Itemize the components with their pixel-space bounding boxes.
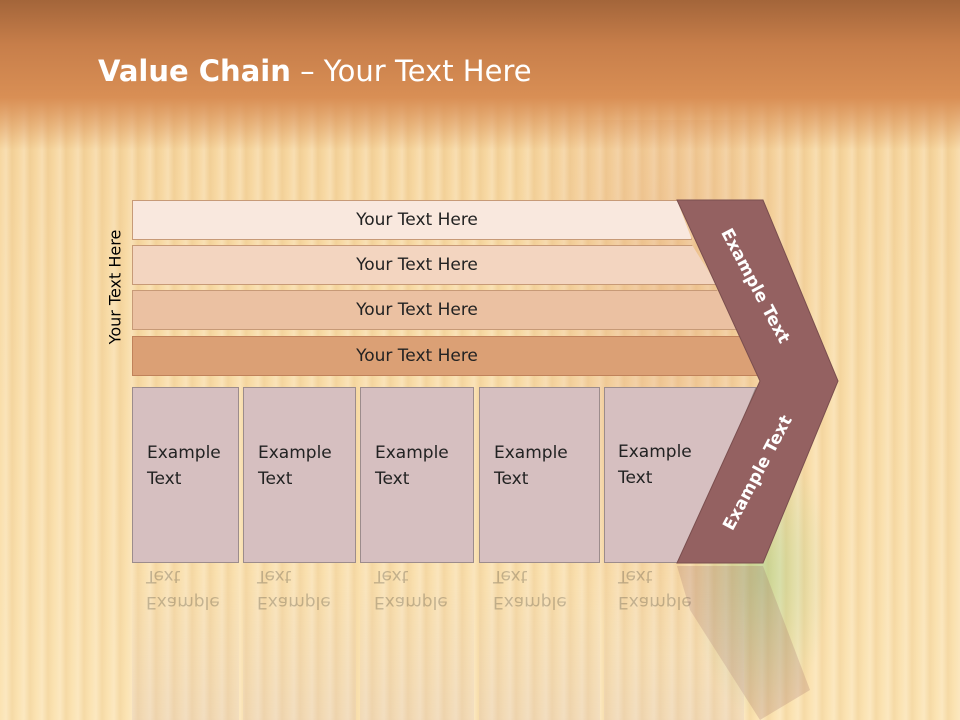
title-bar [0, 0, 960, 150]
column-2-line-1: Example [258, 443, 332, 463]
title-bold: Value Chain [98, 54, 291, 88]
band-2-label: Your Text Here [356, 255, 478, 275]
band-3: Your Text Here [132, 290, 740, 330]
column-5-line-1: Example [618, 442, 692, 462]
column-1-line-1: Example [147, 443, 221, 463]
column-1-line-2: Text [147, 469, 182, 489]
activity-column-3: Example Text [360, 387, 474, 563]
band-4: Your Text Here [132, 336, 764, 376]
vertical-axis-label: Your Text Here [105, 229, 125, 345]
column-2-line-2: Text [258, 469, 293, 489]
title-rest: – Your Text Here [290, 54, 532, 88]
column-4-line-2: Text [494, 469, 529, 489]
band-1-label: Your Text Here [356, 210, 478, 230]
column-5-line-2: Text [618, 468, 653, 488]
column-3-line-2: Text [375, 469, 410, 489]
band-4-label: Your Text Here [356, 346, 478, 366]
column-3-line-1: Example [375, 443, 449, 463]
activity-column-1: Example Text [132, 387, 239, 563]
band-1: Your Text Here [132, 200, 692, 240]
activity-column-4: Example Text [479, 387, 600, 563]
band-2: Your Text Here [132, 245, 717, 285]
band-3-label: Your Text Here [356, 300, 478, 320]
column-5-outline [604, 387, 757, 563]
activity-column-2: Example Text [243, 387, 356, 563]
column-4-line-1: Example [494, 443, 568, 463]
slide-title: Value Chain – Your Text Here [98, 54, 532, 88]
